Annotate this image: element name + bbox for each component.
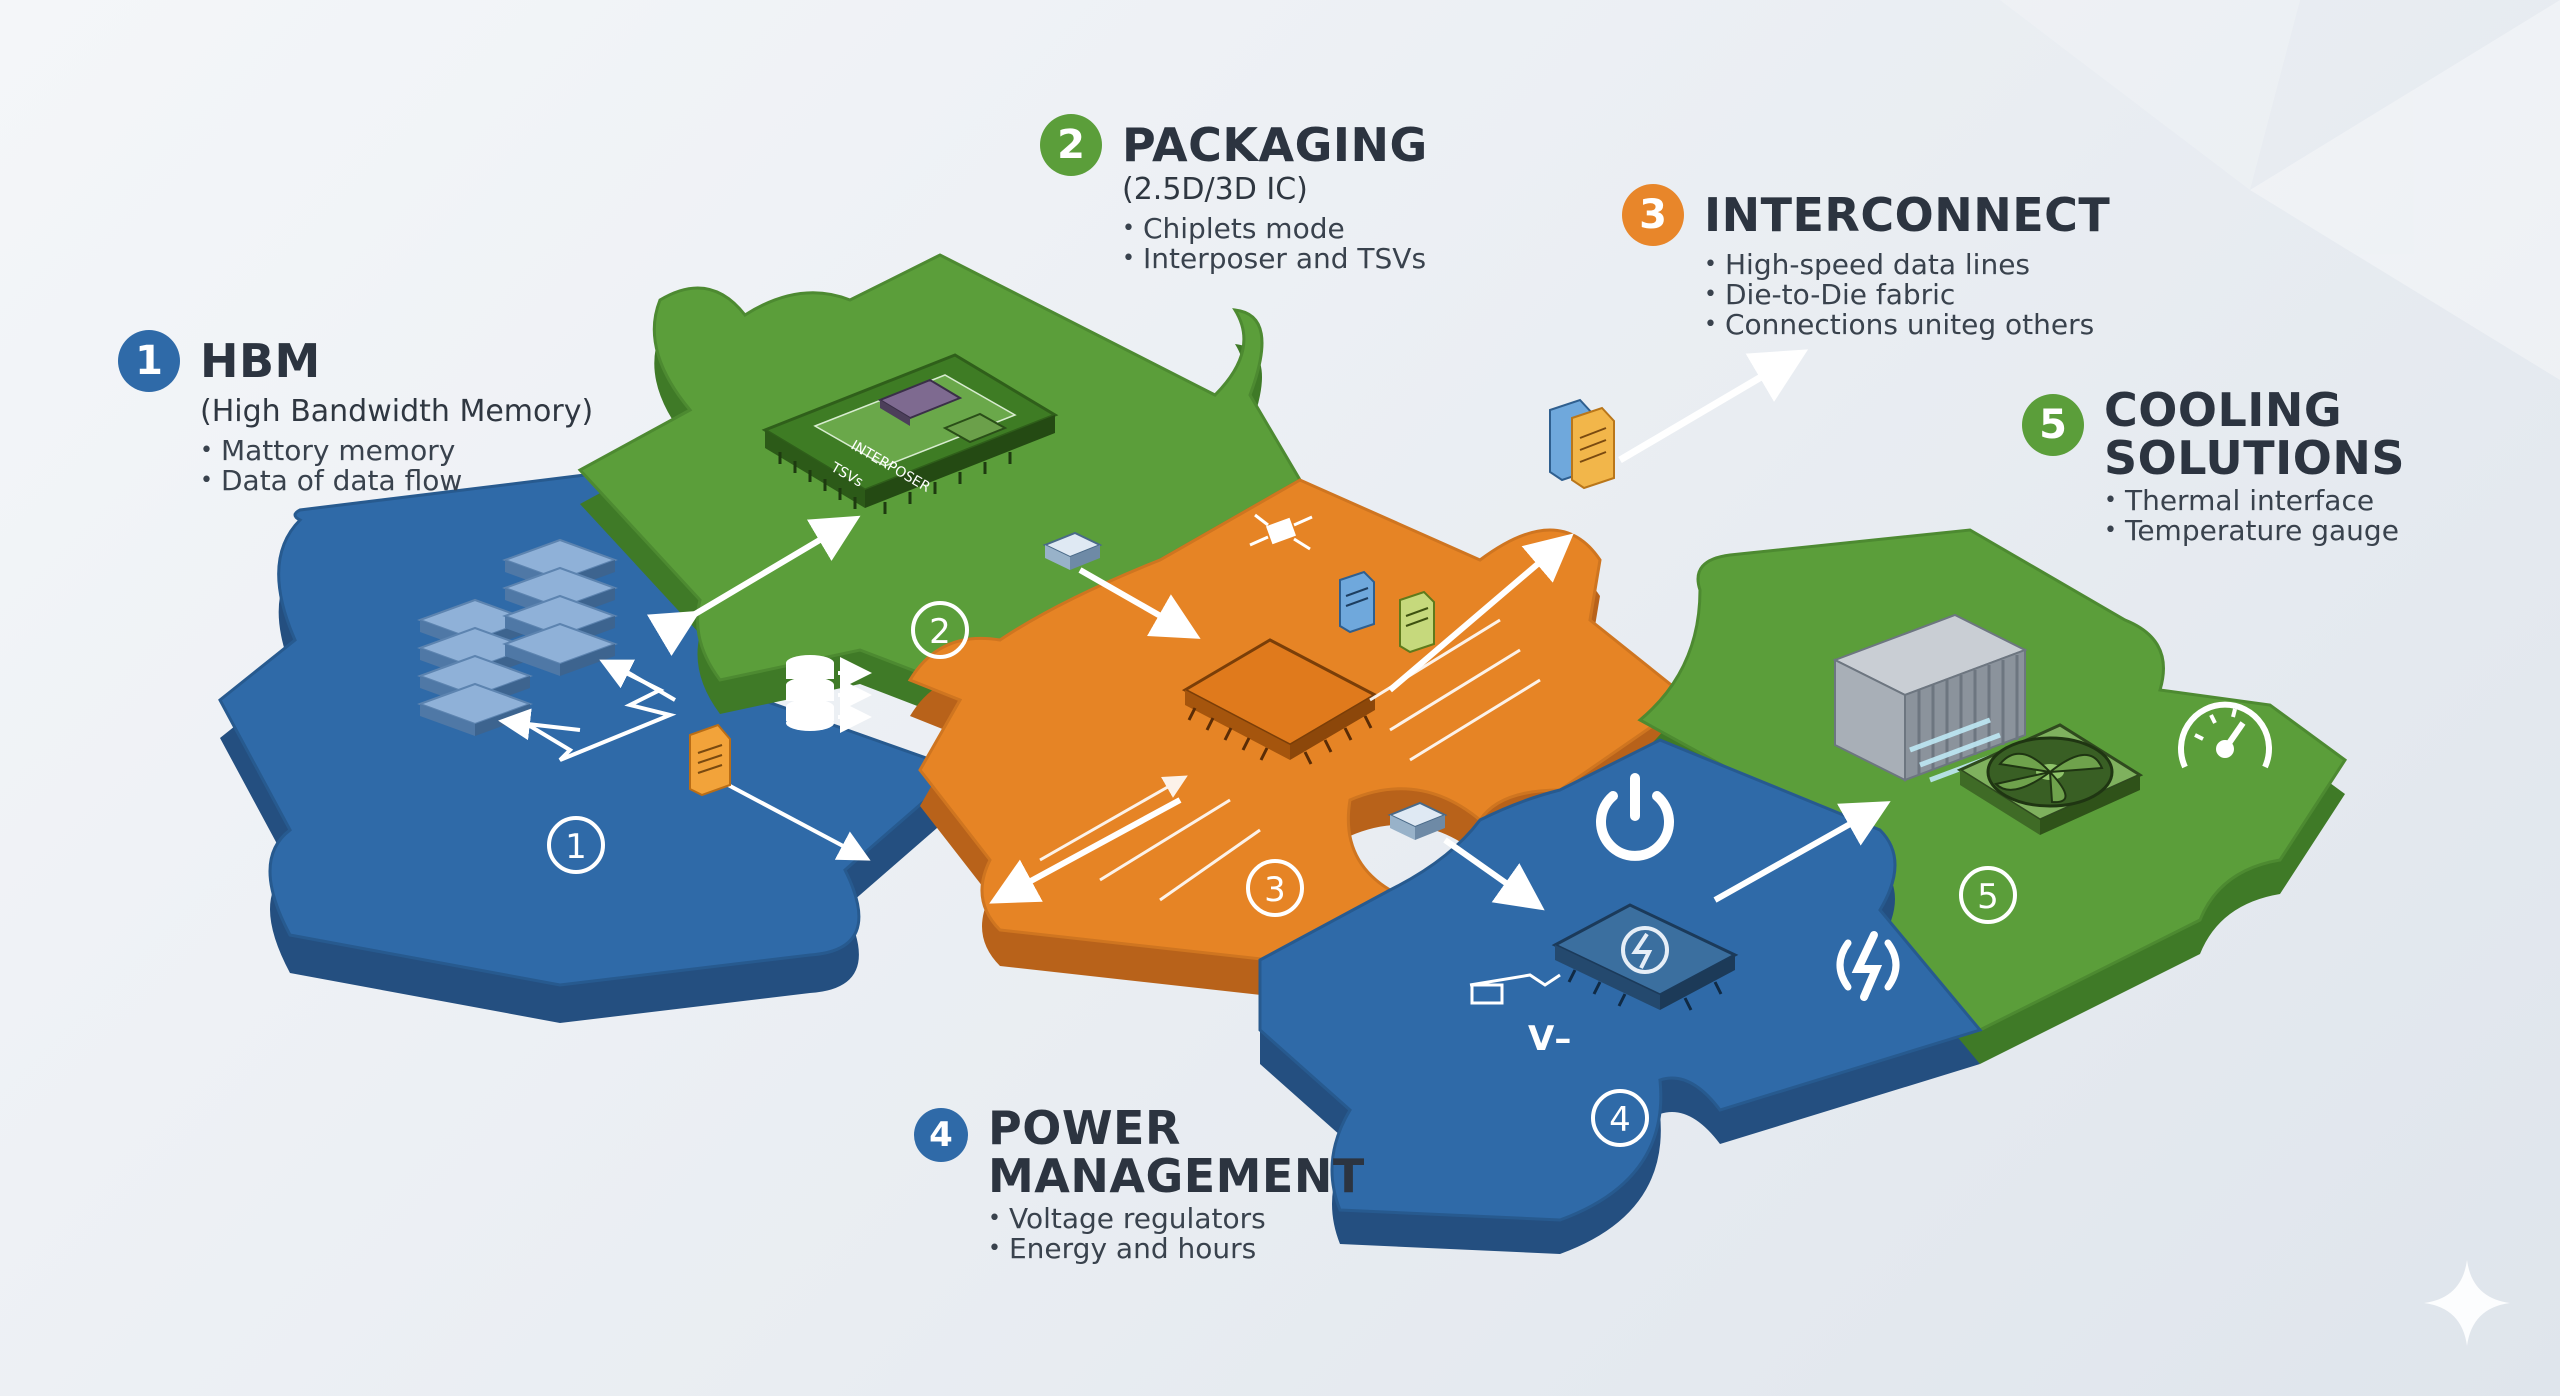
arrow-power-cooling: [1713, 801, 1891, 903]
floating-documents-icon: [1549, 398, 1615, 490]
bullet: Interposer and TSVs: [1122, 244, 1428, 274]
arrow-interconnect-power: [1443, 837, 1545, 911]
badge-1: 1: [118, 330, 180, 392]
arrow-packaging-interconnect: [1078, 567, 1201, 639]
arrow-interconnect-left: [989, 797, 1182, 904]
bullet: Mattory memory: [200, 436, 593, 466]
piece-number-2: 2: [911, 601, 969, 659]
arrow-interconnect-right: [1388, 533, 1574, 693]
section-title-hbm: HBM: [200, 334, 321, 388]
section-title-power-1: POWER: [988, 1101, 1181, 1155]
interconnect-data-lines: [1039, 618, 1541, 902]
piece-number-1: 1: [547, 816, 605, 874]
section-subtitle-packaging: (2.5D/3D IC): [1122, 172, 1308, 207]
svg-text:2: 2: [929, 612, 951, 652]
arrow-interconnect-out: [1618, 349, 1809, 464]
piece-number-3: 3: [1246, 859, 1304, 917]
database-icon: [786, 655, 872, 733]
bullet: Voltage regulators: [988, 1204, 1365, 1234]
svg-text:5: 5: [1977, 877, 1999, 917]
bullet: High-speed data lines: [1704, 250, 2110, 280]
bullets-cooling: Thermal interface Temperature gauge: [2104, 486, 2405, 546]
sparkle-icon: [2424, 1260, 2510, 1346]
svg-text:4: 4: [1609, 1100, 1631, 1140]
bullets-power: Voltage regulators Energy and hours: [988, 1204, 1365, 1264]
background-rays: [2000, 0, 2560, 380]
label-interconnect: 3 INTERCONNECT High-speed data lines Die…: [1622, 184, 2110, 340]
connector-block-icon: [1042, 531, 1103, 570]
section-title-cooling-2: SOLUTIONS: [2104, 431, 2405, 485]
section-title-power-2: MANAGEMENT: [988, 1149, 1365, 1203]
bullet: Temperature gauge: [2104, 516, 2405, 546]
svg-text:1: 1: [565, 827, 587, 867]
section-title-packaging: PACKAGING: [1122, 118, 1428, 172]
section-title-interconnect: INTERCONNECT: [1704, 188, 2111, 242]
voltage-icon: V–: [1469, 973, 1571, 1059]
bullet: Energy and hours: [988, 1234, 1365, 1264]
badge-2: 2: [1040, 114, 1102, 176]
power-chip-icon: [1551, 903, 1739, 1011]
label-packaging: 2 PACKAGING (2.5D/3D IC) Chiplets mode I…: [1040, 114, 1428, 274]
fan-icon: [1956, 723, 2144, 835]
bullet: Thermal interface: [2104, 486, 2405, 516]
label-power: 4 POWER MANAGEMENT Voltage regulators En…: [914, 1104, 1365, 1264]
gauge-icon: [2178, 701, 2272, 769]
document-green-icon: [1399, 590, 1435, 654]
bullet: Data of data flow: [200, 466, 593, 496]
bullets-packaging: Chiplets mode Interposer and TSVs: [1122, 214, 1428, 274]
badge-3: 3: [1622, 184, 1684, 246]
piece-number-4: 4: [1591, 1089, 1649, 1147]
voltage-label: V–: [1528, 1019, 1571, 1059]
bullet: Connections uniteg others: [1704, 310, 2110, 340]
power-icon: [1596, 773, 1674, 861]
document-icon: [689, 723, 731, 797]
badge-4: 4: [914, 1108, 968, 1162]
bullet: Die-to-Die fabric: [1704, 280, 2110, 310]
document-blue-icon: [1339, 570, 1375, 634]
bullet: Chiplets mode: [1122, 214, 1428, 244]
processor-chip-icon: [1181, 638, 1379, 765]
section-title-cooling-1: COOLING: [2104, 383, 2343, 437]
arrow-hbm-packaging: [646, 515, 861, 656]
label-cooling: 5 COOLING SOLUTIONS Thermal interface Te…: [2022, 386, 2405, 546]
bullets-interconnect: High-speed data lines Die-to-Die fabric …: [1704, 250, 2110, 340]
bullets-hbm: Mattory memory Data of data flow: [200, 436, 593, 496]
connector-block-icon-2: [1387, 801, 1448, 840]
lightning-icon: [1836, 931, 1900, 1001]
chiplet-package-icon: INTERPOSER TSVs: [761, 353, 1059, 514]
heatsink-icon: [1832, 613, 2028, 782]
badge-5: 5: [2022, 394, 2084, 456]
network-icon: [1249, 513, 1313, 551]
svg-text:3: 3: [1264, 870, 1286, 910]
piece-number-5: 5: [1959, 866, 2017, 924]
label-hbm: 1 HBM (High Bandwidth Memory) Mattory me…: [118, 330, 593, 496]
section-subtitle-hbm: (High Bandwidth Memory): [200, 394, 594, 429]
